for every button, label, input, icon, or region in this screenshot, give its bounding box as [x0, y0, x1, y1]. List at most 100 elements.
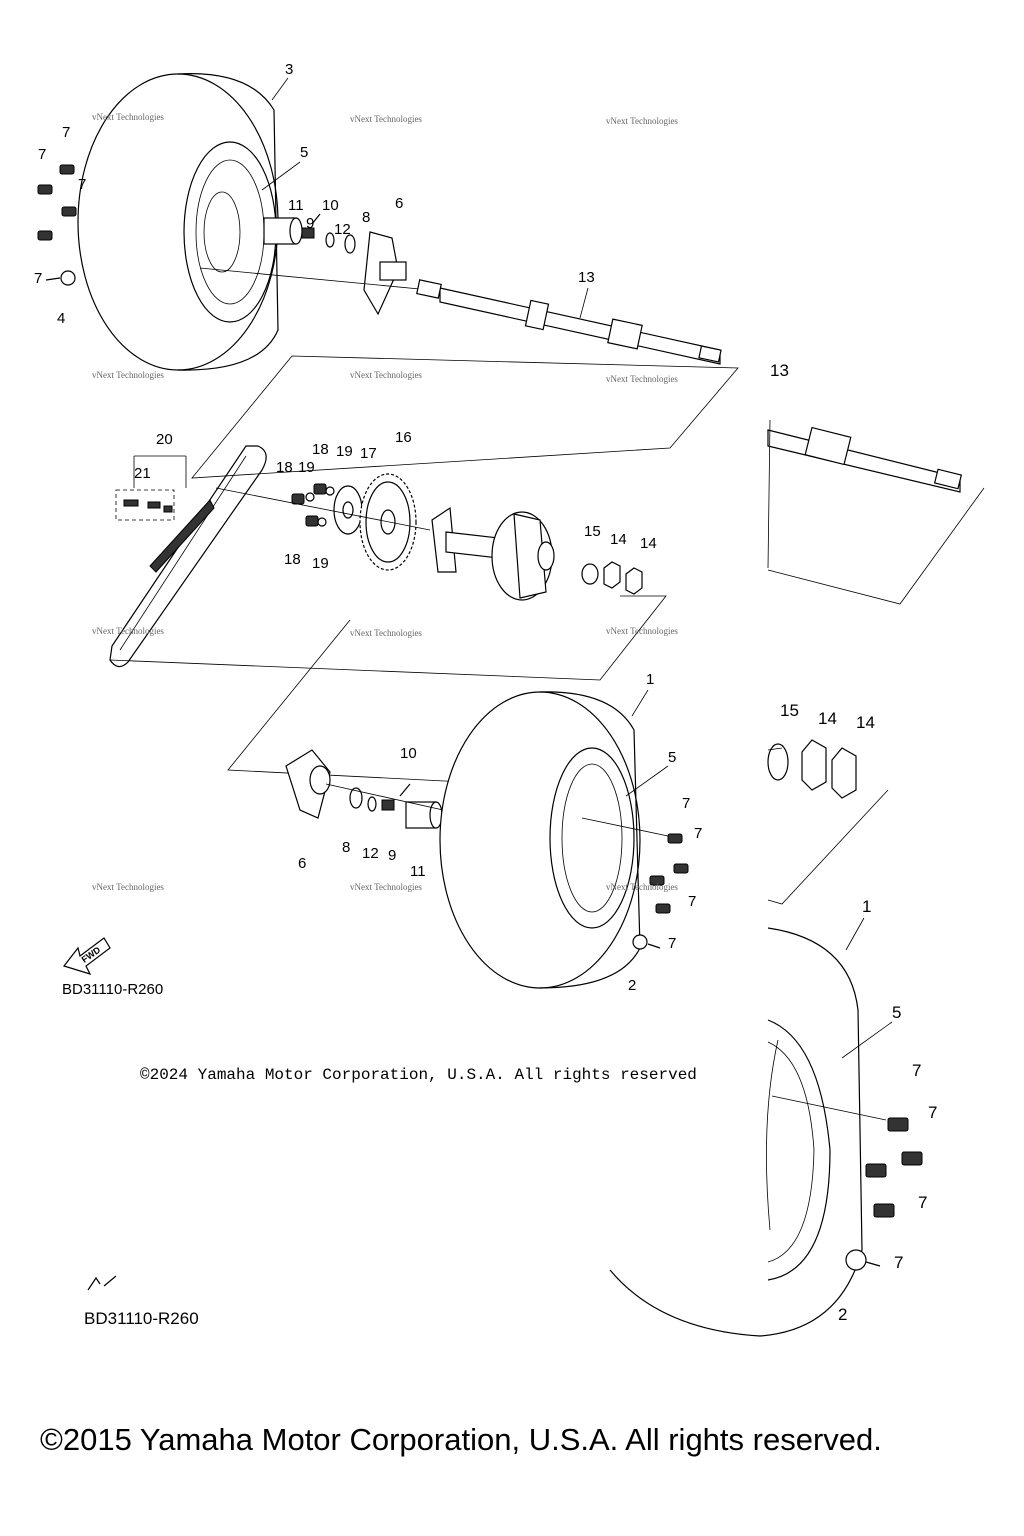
watermark-text: vNext Technologies: [92, 112, 164, 122]
copyright-2015: ©2015 Yamaha Motor Corporation, U.S.A. A…: [40, 1422, 882, 1457]
callout-14: 14: [818, 709, 837, 728]
nut-14-mid-a: [603, 561, 621, 589]
washer-12-top: [325, 232, 335, 248]
wheel-detail-right: [609, 927, 887, 1337]
callout-7: 7: [38, 146, 46, 163]
callout-5: 5: [300, 144, 308, 161]
callout-7: 7: [928, 1103, 937, 1122]
callout-11: 11: [288, 197, 304, 214]
callout-12: 12: [334, 221, 351, 238]
callout-7: 7: [688, 893, 696, 910]
callout-5: 5: [892, 1003, 901, 1022]
callout-18: 18: [276, 459, 293, 476]
valve-stem-right: [632, 934, 661, 950]
rear-axle-13: [416, 279, 722, 365]
callout-19: 19: [298, 459, 315, 476]
watermark-text: vNext Technologies: [350, 882, 422, 892]
callout-13: 13: [770, 361, 789, 380]
callout-6: 6: [298, 855, 306, 872]
callout-7: 7: [62, 124, 70, 141]
callout-12: 12: [362, 845, 379, 862]
callout-18: 18: [312, 441, 329, 458]
callout-8: 8: [342, 839, 350, 856]
watermark-text: vNext Technologies: [606, 116, 678, 126]
callout-14: 14: [856, 713, 875, 732]
callout-15: 15: [780, 701, 799, 720]
rear-wheel-left: [77, 73, 279, 371]
washer-12-mid: [367, 796, 377, 812]
callout-7: 7: [694, 825, 702, 842]
watermark-text: vNext Technologies: [92, 882, 164, 892]
nut-9-top: [301, 227, 315, 239]
callout-5: 5: [668, 749, 676, 766]
callout-7: 7: [912, 1061, 921, 1080]
callout-1: 1: [862, 897, 871, 916]
collar-11-mid: [405, 801, 443, 829]
pin-10-mid: [399, 783, 411, 797]
callout-10: 10: [400, 745, 417, 762]
nut-detail-right: [767, 739, 889, 905]
callout-1: 1: [646, 671, 654, 688]
callout-16: 16: [395, 429, 412, 446]
diagram-code: BD31110-R260: [62, 981, 163, 998]
callout-14: 14: [610, 531, 627, 548]
callout-15: 15: [584, 523, 601, 540]
hub-6-top: [363, 231, 407, 316]
sprocket-carrier: [431, 506, 555, 601]
hub-6-mid: [285, 749, 331, 819]
callout-7: 7: [668, 935, 676, 952]
axle-line-top: [199, 267, 431, 291]
wheel-bolts-right: [649, 833, 689, 914]
bolts-detail-right: [865, 1117, 923, 1218]
wheel-bolts-left: [37, 164, 77, 241]
callout-2: 2: [628, 977, 636, 994]
fwd-arrow-icon: [87, 1275, 117, 1291]
callout-2: 2: [838, 1305, 847, 1324]
callout-7: 7: [682, 795, 690, 812]
callout-7: 7: [918, 1193, 927, 1212]
valve-detail-right: [845, 1249, 881, 1271]
callout-7: 7: [894, 1253, 903, 1272]
callout-13: 13: [578, 269, 595, 286]
plane-outline-mid: [109, 595, 667, 681]
callout-20: 20: [156, 431, 173, 448]
plane-outline-lower: [227, 619, 465, 783]
callout-3: 3: [285, 61, 293, 78]
plane-outline-top: [191, 355, 739, 479]
callout-9: 9: [388, 847, 396, 864]
watermark-text: vNext Technologies: [606, 374, 678, 384]
sprocket-hub-17: [333, 485, 363, 535]
callout-9: 9: [306, 215, 314, 232]
callout-7: 7: [34, 270, 42, 287]
callout-19: 19: [336, 443, 353, 460]
nut-9-mid: [381, 799, 395, 811]
callout-18: 18: [284, 551, 301, 568]
valve-stem-left: [45, 270, 76, 286]
watermark-text: vNext Technologies: [350, 628, 422, 638]
watermark-text: vNext Technologies: [606, 626, 678, 636]
watermark-text: vNext Technologies: [350, 370, 422, 380]
washer-15-mid: [581, 563, 599, 585]
rear-wheel-right: [439, 691, 641, 989]
callout-4: 4: [57, 310, 65, 327]
washer-8-mid: [349, 787, 363, 809]
copyright-2024: ©2024 Yamaha Motor Corporation, U.S.A. A…: [140, 1066, 697, 1084]
callout-14: 14: [640, 535, 657, 552]
washer-8-top: [344, 234, 356, 254]
fwd-arrow-icon: FWD: [62, 937, 111, 975]
watermark-text: vNext Technologies: [92, 370, 164, 380]
callout-17: 17: [360, 445, 377, 462]
watermarks: vNext Technologies vNext Technologies vN…: [92, 112, 678, 892]
callout-11: 11: [410, 863, 426, 880]
callout-8: 8: [362, 209, 370, 226]
master-link-21: [115, 489, 175, 521]
pin-10-top: [311, 213, 321, 225]
callout-21: 21: [134, 465, 151, 482]
nut-14-mid-b: [625, 567, 643, 595]
callout-19: 19: [312, 555, 329, 572]
diagram-code: BD31110-R260: [84, 1309, 199, 1328]
collar-11-top: [263, 217, 303, 245]
callout-7: 7: [78, 176, 86, 193]
watermark-text: vNext Technologies: [350, 114, 422, 124]
axle-detail-right: [767, 419, 985, 605]
